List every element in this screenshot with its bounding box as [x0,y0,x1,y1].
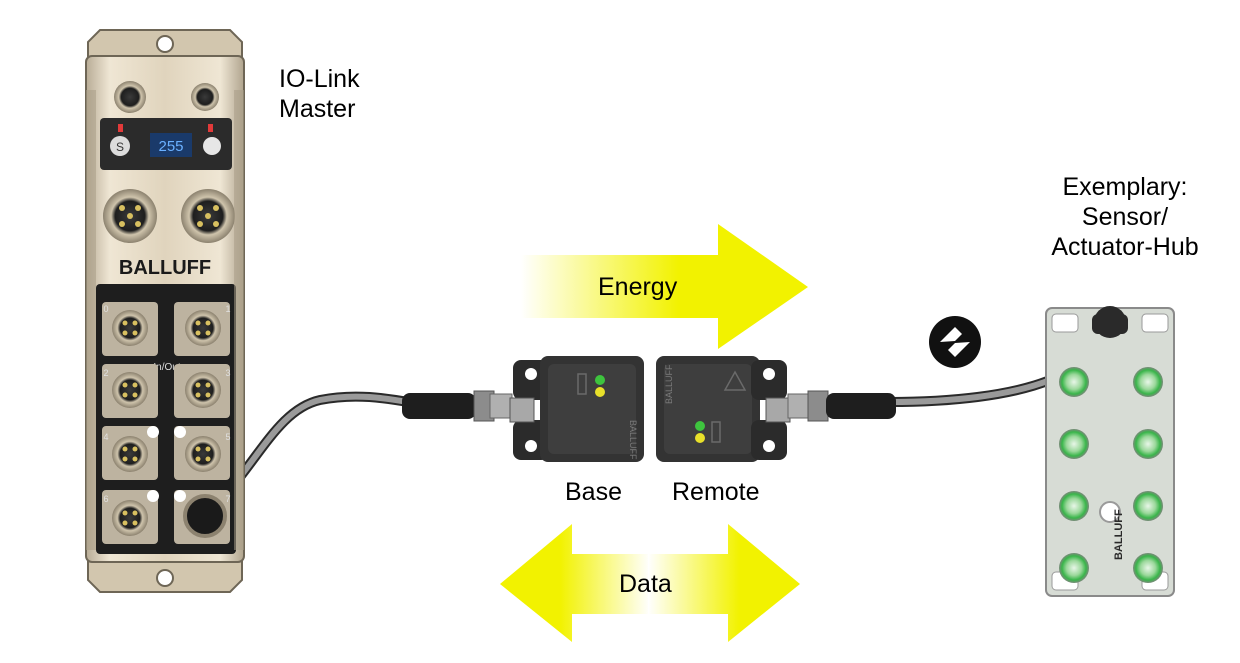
base-module-device: BALLUFF [402,356,644,462]
hub-label-line1: Exemplary: [1062,173,1188,201]
io-link-icon [929,316,981,368]
hub-label-line2: Sensor/ [1081,203,1169,231]
sensor-actuator-hub-device: BALLUFF [1045,306,1175,597]
energy-label: Energy [598,273,678,301]
hub-label-line3: Actuator-Hub [1051,233,1199,261]
data-label: Data [619,570,672,598]
data-arrow [500,524,800,642]
port-number-3: 3 [225,368,230,378]
port-number-6: 6 [103,494,108,504]
io-link-master-label-line1: IO-Link [279,65,360,93]
port-number-5: 5 [225,432,230,442]
svg-text:BALLUFF: BALLUFF [628,420,638,460]
hub-brand-label: BALLUFF [1113,509,1125,560]
inout-label: In/Out [153,362,180,373]
display-readout: 255 [158,138,183,155]
io-link-master-label: IO-Link Master [279,64,360,124]
io-link-master-device: S 255 BALLUFF In/Out [85,29,245,593]
io-link-master-label-line2: Master [279,95,356,123]
hub-label: Exemplary: Sensor/ Actuator-Hub [1030,172,1220,262]
port-number-1: 1 [225,304,230,314]
port-number-2: 2 [103,368,108,378]
remote-module-device: BALLUFF [656,356,896,462]
base-label: Base [565,478,622,506]
svg-text:BALLUFF: BALLUFF [664,364,674,404]
svg-text:S: S [116,140,124,154]
port-number-0: 0 [103,304,108,314]
master-brand-label: BALLUFF [119,257,211,279]
port-number-7: 7 [225,494,230,504]
energy-arrow [521,224,808,349]
port-number-4: 4 [103,432,108,442]
remote-label: Remote [672,478,760,506]
